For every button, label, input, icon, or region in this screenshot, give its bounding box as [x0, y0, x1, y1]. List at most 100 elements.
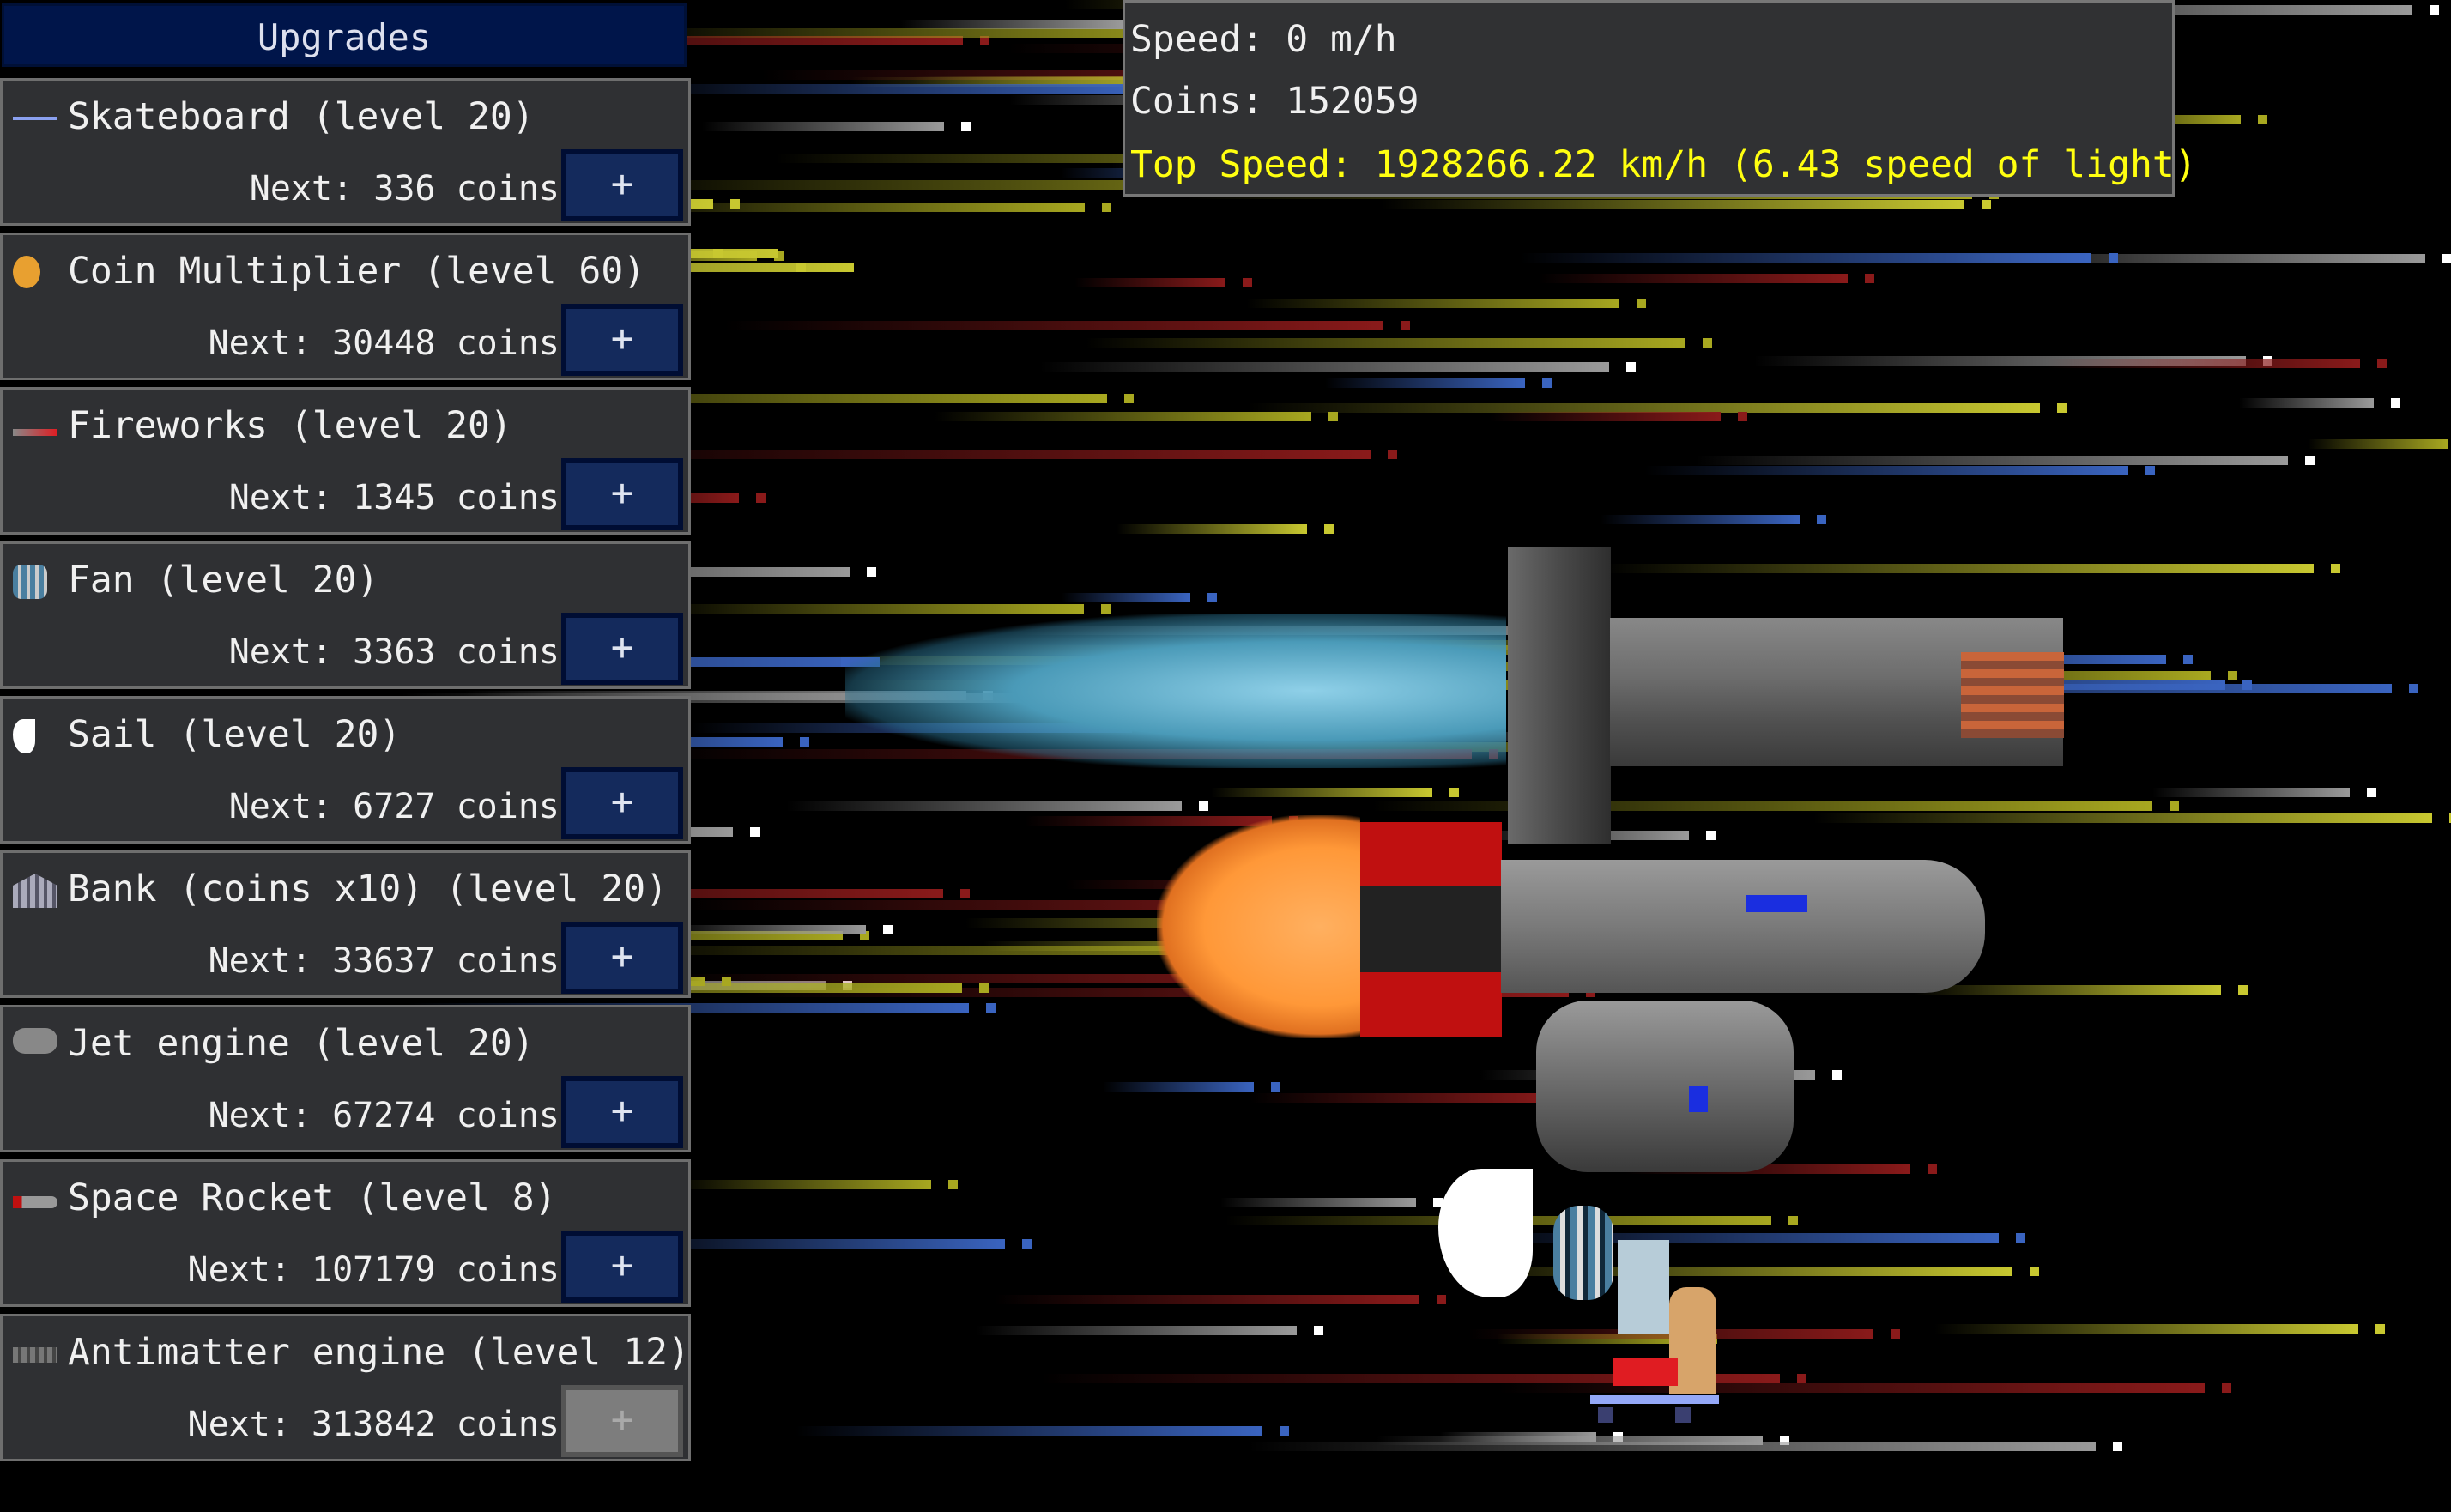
speed-streak [1372, 801, 2152, 811]
speed-streak [1496, 1334, 1691, 1344]
speed-streak [1248, 403, 2040, 413]
speed-streak [2151, 788, 2351, 797]
coin-icon [13, 256, 40, 288]
fan-stand [1618, 1240, 1669, 1334]
speed-streak [1247, 299, 1619, 308]
speed-particle [1832, 1070, 1843, 1080]
fireworks-icon [13, 429, 57, 436]
skateboard-wheel [1598, 1407, 1613, 1423]
speed-streak [401, 693, 1134, 703]
buy-upgrade-button[interactable]: + [561, 922, 683, 994]
buy-upgrade-button[interactable]: + [561, 767, 683, 839]
speed-streak [675, 1180, 932, 1189]
speed-particle [860, 931, 870, 940]
upgrade-card: Bank (coins x10) (level 20) Next: 33637 c… [0, 850, 691, 998]
upgrade-cost: Next: 1345 coins [228, 478, 560, 517]
speed-streak [669, 925, 866, 934]
speed-streak [913, 76, 1310, 85]
speed-particle [1314, 1326, 1324, 1335]
top-speed-readout: Top Speed: 1928266.22 km/h (6.43 speed o… [1130, 143, 2197, 186]
speed-particle [1636, 299, 1646, 308]
speed-streak [1602, 564, 2314, 573]
speed-particle [1982, 200, 1992, 209]
fan-icon [13, 565, 47, 599]
speed-streak [608, 203, 1085, 212]
buy-upgrade-button[interactable]: + [561, 1076, 683, 1148]
speed-particle [1817, 515, 1827, 524]
sail [1438, 1169, 1533, 1297]
sail-icon [13, 719, 35, 753]
speed-particle [2169, 801, 2179, 811]
speed-particle [2429, 5, 2439, 15]
speed-particle [1323, 524, 1334, 534]
upgrade-cost: Next: 107179 coins [187, 1250, 560, 1290]
speed-particle [2237, 985, 2248, 995]
speed-particle [2376, 359, 2387, 368]
speed-streak [1934, 1324, 2359, 1334]
speed-streak [1813, 813, 2433, 823]
upgrades-title: Upgrades [2, 3, 687, 67]
fireworks [1613, 1358, 1678, 1386]
speed-particle [1797, 1374, 1807, 1383]
upgrade-card: Fan (level 20)Next: 3363 coins+ [0, 541, 691, 689]
speed-particle [985, 1003, 996, 1013]
skateboard-icon [13, 117, 57, 120]
speed-streak [739, 988, 1569, 997]
speed-particle [1541, 378, 1552, 388]
speed-streak [899, 20, 1123, 29]
speed-particle [1280, 1426, 1290, 1436]
upgrade-card: Fireworks (level 20)Next: 1345 coins+ [0, 387, 691, 535]
speed-particle [1198, 801, 1208, 811]
buy-upgrade-button[interactable]: + [561, 304, 683, 376]
speed-particle [867, 567, 877, 577]
speed-streak [786, 801, 1182, 811]
buy-upgrade-button[interactable]: + [561, 149, 683, 221]
upgrade-cost: Next: 33637 coins [208, 941, 560, 981]
speed-streak [1210, 788, 1433, 797]
speed-particle [2304, 456, 2315, 465]
speed-particle [1207, 593, 1217, 602]
speed-streak [1102, 1082, 1254, 1092]
upgrade-title: Bank (coins x10) (level 20) [68, 868, 668, 910]
speed-streak [1490, 412, 1722, 421]
coins-readout: Coins: 152059 [1130, 80, 1419, 123]
speed-streak [609, 1239, 1005, 1249]
speed-streak [404, 394, 1108, 403]
rocket-window [1746, 895, 1807, 912]
stats-box: Speed: 0 m/h Coins: 152059 Top Speed: 19… [1123, 0, 2197, 197]
upgrade-card: Jet engine (level 20)Next: 67274 coins+ [0, 1005, 691, 1152]
speed-streak [2045, 359, 2360, 368]
fan [1553, 1206, 1613, 1300]
speed-streak [2308, 439, 2448, 449]
speed-streak [795, 1426, 1263, 1436]
speed-particle [1890, 1329, 1900, 1339]
upgrade-title: Sail (level 20) [68, 713, 402, 756]
jet-engine-window [1689, 1086, 1708, 1112]
speed-particle [1328, 412, 1338, 421]
buy-upgrade-button[interactable]: + [561, 613, 683, 685]
upgrade-title: Fan (level 20) [68, 559, 379, 602]
speed-streak [1376, 1436, 1763, 1445]
speed-particle [2145, 466, 2155, 475]
buy-upgrade-button[interactable]: + [561, 458, 683, 530]
speed-particle [1387, 450, 1397, 459]
speed-particle [713, 249, 723, 258]
buy-upgrade-button[interactable]: + [561, 1231, 683, 1303]
speed-particle [1625, 362, 1636, 372]
speed-particle [1788, 1216, 1799, 1225]
speed-particle [1400, 321, 1410, 330]
speed-particle [1270, 1082, 1280, 1092]
upgrade-cost: Next: 67274 coins [208, 1096, 560, 1135]
speed-particle [1703, 338, 1713, 348]
upgrade-card: Skateboard (level 20)Next: 336 coins+ [0, 78, 691, 226]
speed-streak [724, 321, 1383, 330]
speed-particle [796, 263, 806, 272]
upgrade-cost: Next: 6727 coins [228, 787, 560, 826]
antimatter-exhaust [845, 614, 1506, 768]
speed-particle [1100, 604, 1111, 614]
speed-streak [632, 28, 1237, 38]
buy-upgrade-button[interactable]: + [561, 1385, 683, 1457]
speed-particle [882, 925, 893, 934]
rocket-body [1501, 860, 1985, 993]
speed-particle [2029, 1267, 2039, 1276]
